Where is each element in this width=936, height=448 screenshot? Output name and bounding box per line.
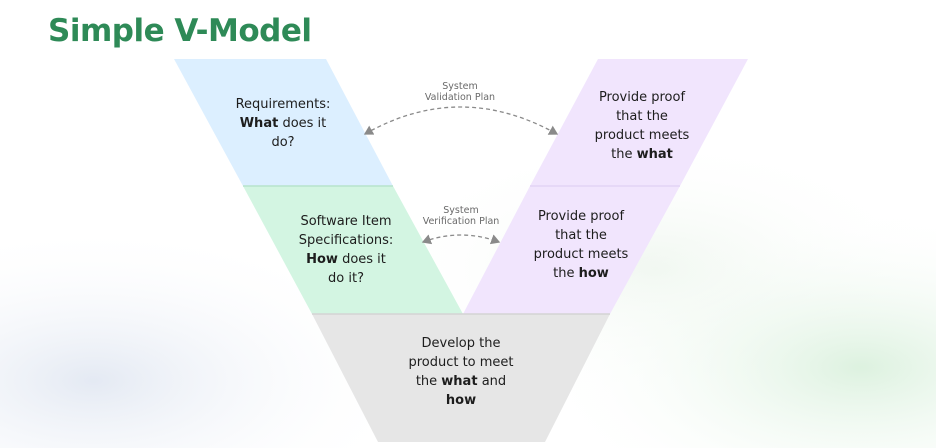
verification-plan-arrow [421, 234, 501, 245]
validation-plan-label-line: System [442, 81, 478, 92]
validation-proof-line: product meets [594, 128, 690, 143]
develop-bold-how: how [445, 393, 477, 408]
validation-proof-text: Provide proof that the product meets the… [572, 88, 712, 164]
specifications-text: Software Item Specifications: How does i… [276, 212, 416, 288]
specifications-line: Software Item [300, 214, 392, 229]
verification-proof-line: Provide proof [537, 209, 625, 224]
requirements-text: Requirements: What does it do? [213, 95, 353, 152]
develop-line: Develop the [421, 336, 501, 351]
validation-proof-block [530, 59, 748, 186]
develop-line: product to meet [408, 355, 514, 370]
page-title: Simple V-Model [48, 13, 312, 49]
verification-proof-line: product meets [533, 247, 629, 262]
verification-proof-text: Provide proof that the product meets the… [511, 207, 651, 283]
validation-plan-label-line: Validation Plan [424, 92, 496, 103]
validation-plan-label: System Validation Plan [400, 81, 520, 103]
validation-proof-pre: the [611, 147, 637, 162]
verification-proof-line: the how [511, 264, 651, 283]
verification-proof-pre: the [553, 266, 579, 281]
specifications-line: How does it [276, 250, 416, 269]
verification-proof-block [463, 186, 680, 314]
verification-plan-label-line: Verification Plan [422, 216, 500, 227]
specifications-block [243, 186, 463, 314]
specifications-line: do it? [328, 271, 364, 286]
develop-block [312, 314, 610, 442]
requirements-line: do? [271, 135, 295, 150]
develop-line: the what and [391, 372, 531, 391]
verification-proof-line: that the [555, 228, 607, 243]
verification-proof-bold: how [578, 266, 609, 281]
develop-pre: the [415, 374, 442, 389]
specifications-line: Specifications: [298, 233, 394, 248]
verification-plan-label: System Verification Plan [401, 205, 521, 227]
develop-line: how [391, 391, 531, 410]
verification-plan-label-line: System [443, 205, 479, 216]
requirements-block [174, 59, 393, 186]
develop-tail: and [477, 374, 507, 389]
requirements-bold: What [239, 116, 279, 131]
validation-proof-line: that the [616, 109, 668, 124]
develop-text: Develop the product to meet the what and… [391, 334, 531, 410]
develop-bold-what: what [441, 374, 478, 389]
specifications-bold: How [306, 252, 338, 267]
validation-proof-bold: what [636, 147, 673, 162]
requirements-line: What does it [213, 114, 353, 133]
validation-proof-line: the what [572, 145, 712, 164]
requirements-tail: does it [278, 116, 327, 131]
validation-plan-arrow [363, 106, 559, 135]
specifications-tail: does it [337, 252, 386, 267]
requirements-line: Requirements: [235, 97, 331, 112]
validation-proof-line: Provide proof [598, 90, 686, 105]
